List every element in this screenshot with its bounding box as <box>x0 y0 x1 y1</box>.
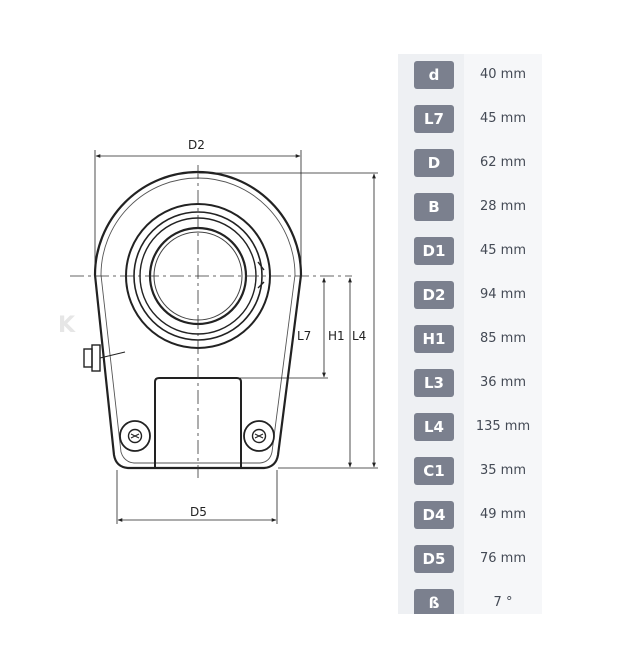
spec-value: 28 mm <box>479 199 526 214</box>
dim-label-d2: D2 <box>188 138 205 152</box>
spec-row: D 62 mm <box>398 142 542 186</box>
spec-row: D1 45 mm <box>398 230 542 274</box>
spec-value: 45 mm <box>479 243 526 258</box>
spec-row: B 28 mm <box>398 186 542 230</box>
spec-label-badge: C1 <box>414 457 454 485</box>
spec-label-badge: ß <box>414 589 454 614</box>
spec-label-badge: D4 <box>414 501 454 529</box>
spec-label-badge: D1 <box>414 237 454 265</box>
spec-row: D4 49 mm <box>398 494 542 538</box>
spec-label-badge: L4 <box>414 413 454 441</box>
technical-drawing: K D2 D5 L7 H1 L4 <box>58 138 378 524</box>
spec-value: 76 mm <box>479 551 526 566</box>
spec-row: D5 76 mm <box>398 538 542 582</box>
spec-value: 7 ° <box>493 595 513 610</box>
spec-row: D2 94 mm <box>398 274 542 318</box>
spec-value: 40 mm <box>479 67 526 82</box>
spec-label-badge: D2 <box>414 281 454 309</box>
spec-label-badge: D5 <box>414 545 454 573</box>
spec-value: 45 mm <box>479 111 526 126</box>
dim-label-l7: L7 <box>297 329 311 343</box>
spec-value: 94 mm <box>479 287 526 302</box>
spec-row: d 40 mm <box>398 54 542 98</box>
spec-label-badge: D <box>414 149 454 177</box>
spec-value: 35 mm <box>479 463 526 478</box>
spec-value: 85 mm <box>479 331 526 346</box>
dim-label-h1: H1 <box>328 329 345 343</box>
dim-label-d5: D5 <box>190 505 207 519</box>
spec-table: d 40 mm L7 45 mm D 62 mm B 28 mm D1 45 mm D2 94 mm H… <box>398 54 542 614</box>
spec-value: 62 mm <box>479 155 526 170</box>
spec-value: 36 mm <box>479 375 526 390</box>
spec-row: ß 7 ° <box>398 582 542 614</box>
spec-label-badge: L7 <box>414 105 454 133</box>
spec-label-badge: B <box>414 193 454 221</box>
spec-row: H1 85 mm <box>398 318 542 362</box>
grease-nipple <box>83 344 126 372</box>
spec-label-badge: L3 <box>414 369 454 397</box>
spec-row: C1 35 mm <box>398 450 542 494</box>
dim-label-l4: L4 <box>352 329 366 343</box>
spec-row: L3 36 mm <box>398 362 542 406</box>
left-bolt <box>119 420 151 452</box>
spec-label-badge: H1 <box>414 325 454 353</box>
right-bolt <box>243 420 275 452</box>
spec-value: 135 mm <box>475 419 531 434</box>
spec-row: L7 45 mm <box>398 98 542 142</box>
spec-label-badge: d <box>414 61 454 89</box>
svg-text:K: K <box>58 313 76 338</box>
housing-outline <box>93 170 303 470</box>
spec-row: L4 135 mm <box>398 406 542 450</box>
spec-value: 49 mm <box>479 507 526 522</box>
